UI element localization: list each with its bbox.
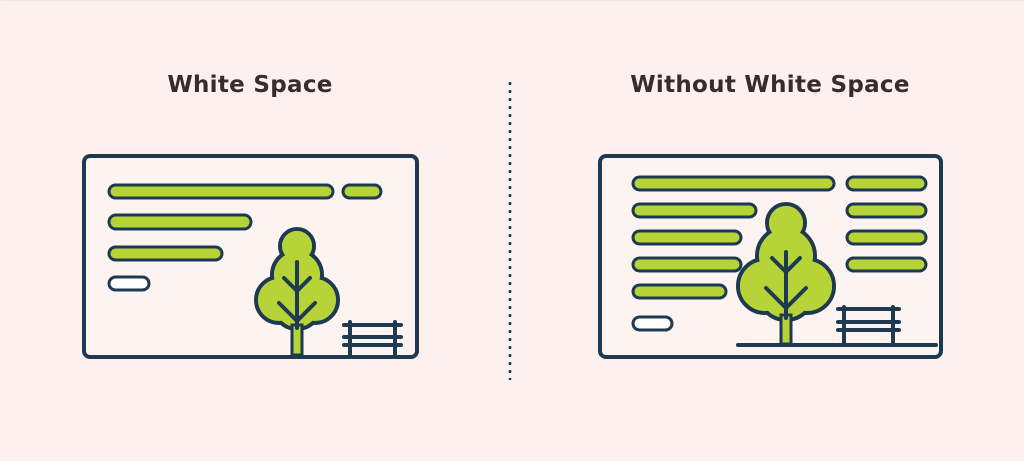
text-bar (631, 283, 728, 300)
button-outline (631, 315, 674, 332)
text-bar (845, 256, 928, 273)
text-bar (631, 202, 758, 219)
text-bar (631, 175, 836, 192)
text-bar (107, 213, 253, 231)
tree-icon (254, 227, 340, 357)
bench-icon (836, 305, 901, 345)
bench-icon (342, 320, 403, 357)
text-bar (341, 183, 383, 200)
text-bar (631, 229, 743, 246)
text-bar (107, 245, 224, 262)
left-title: White Space (167, 72, 333, 98)
text-bar (845, 202, 928, 219)
right-title: Without White Space (630, 72, 910, 98)
text-bar (845, 229, 928, 246)
text-bar (107, 183, 335, 200)
button-outline (107, 275, 151, 292)
text-bar (631, 256, 743, 273)
tree-icon (736, 202, 836, 346)
text-bar (845, 175, 928, 192)
